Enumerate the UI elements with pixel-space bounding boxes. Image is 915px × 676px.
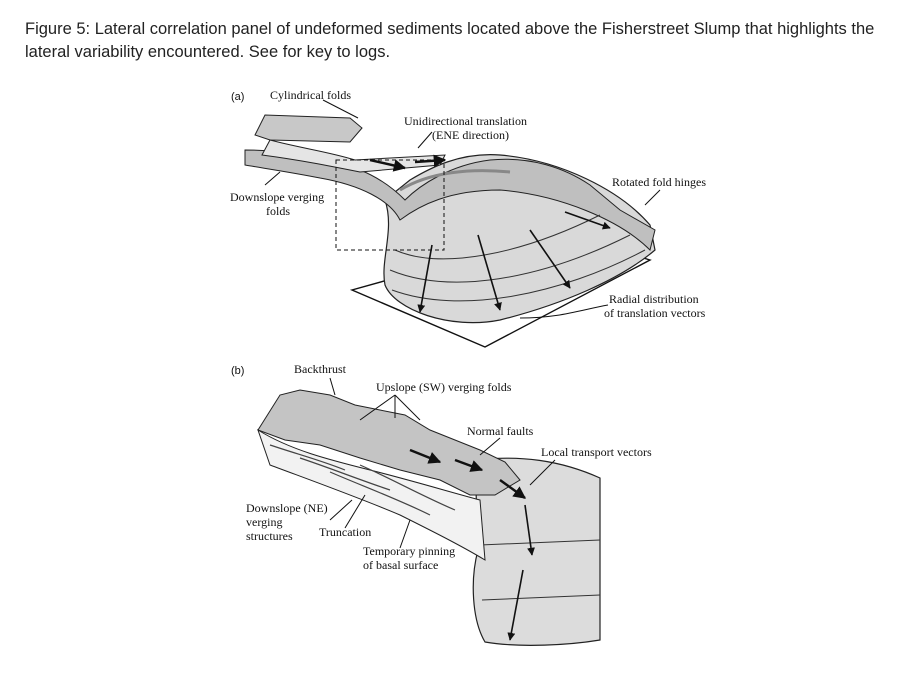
label-structures: structures bbox=[246, 529, 293, 543]
panel-a-block bbox=[244, 99, 661, 348]
label-basal-surface: of basal surface bbox=[363, 558, 439, 572]
label-ene-direction: (ENE direction) bbox=[432, 128, 509, 142]
label-rotated-fold-hinges: Rotated fold hinges bbox=[612, 175, 706, 189]
label-truncation: Truncation bbox=[319, 525, 372, 539]
label-backthrust: Backthrust bbox=[294, 362, 346, 376]
label-cylindrical-folds: Cylindrical folds bbox=[270, 88, 351, 102]
label-downslope-verging: Downslope verging bbox=[230, 190, 325, 204]
label-radial-distribution: Radial distribution bbox=[609, 292, 699, 306]
figure-caption: Figure 5: Lateral correlation panel of u… bbox=[25, 20, 875, 61]
label-upslope-verging-folds: Upslope (SW) verging folds bbox=[376, 380, 512, 394]
label-temporary-pinning: Temporary pinning bbox=[363, 544, 456, 558]
label-folds: folds bbox=[266, 204, 290, 218]
label-normal-faults: Normal faults bbox=[467, 424, 534, 438]
label-translation-vectors: of translation vectors bbox=[604, 306, 706, 320]
label-verging: verging bbox=[246, 515, 283, 529]
label-unidirectional-translation: Unidirectional translation bbox=[404, 114, 527, 128]
panel-b-label: (b) bbox=[231, 365, 245, 377]
label-local-transport-vectors: Local transport vectors bbox=[541, 445, 652, 459]
panel-a-label: (a) bbox=[231, 91, 245, 103]
label-downslope-ne: Downslope (NE) bbox=[246, 501, 328, 515]
panel-b-block bbox=[257, 377, 601, 646]
